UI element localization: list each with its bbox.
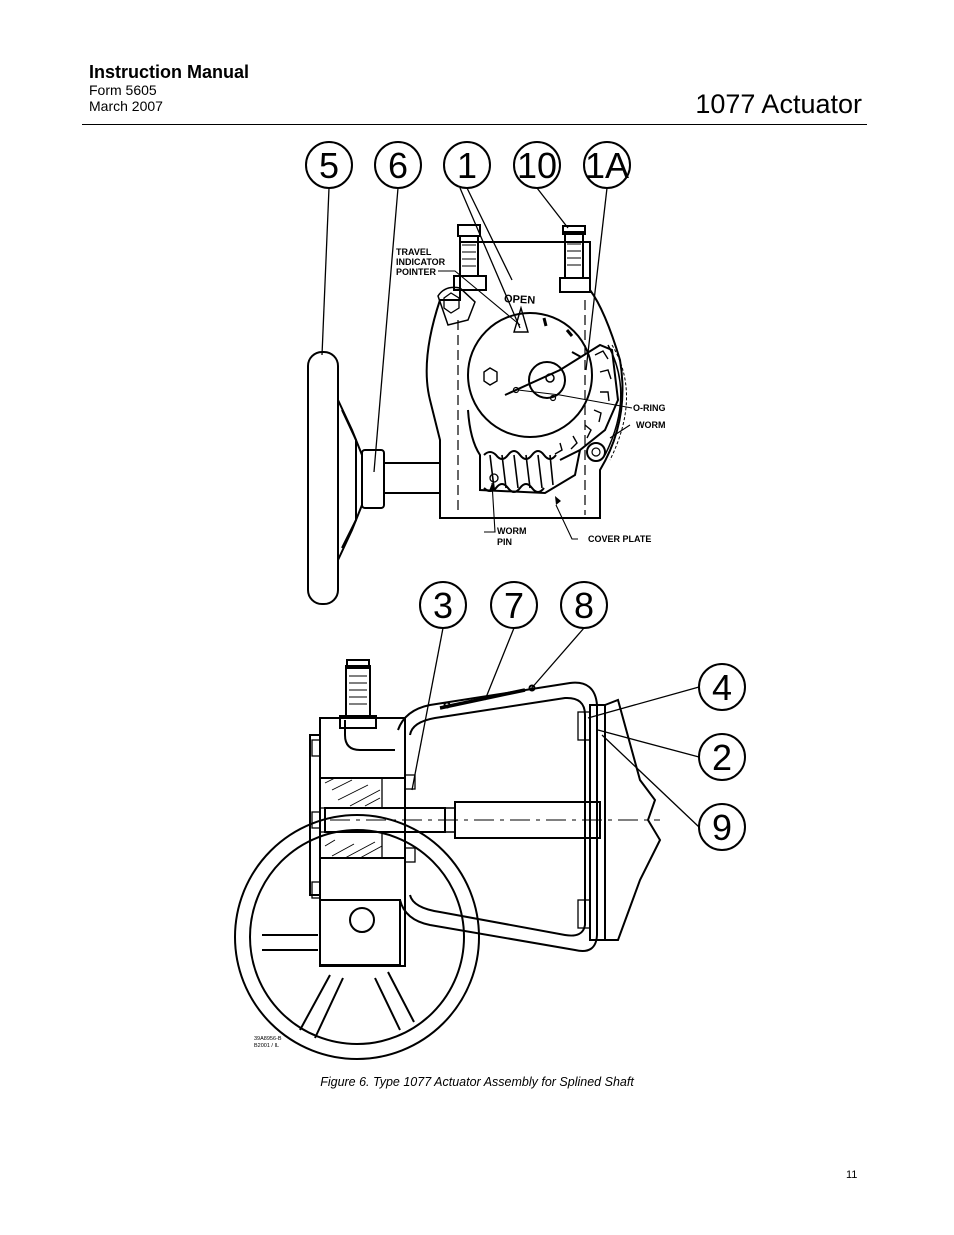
svg-text:8: 8 xyxy=(574,585,594,626)
worm-threads xyxy=(467,409,581,495)
form-number: Form 5605 xyxy=(89,82,157,98)
figure-caption: Figure 6. Type 1077 Actuator Assembly fo… xyxy=(320,1075,634,1089)
drawing-number-2: B2001 / IL xyxy=(254,1043,279,1049)
label-pointer: POINTER xyxy=(396,267,437,277)
svg-text:1: 1 xyxy=(457,145,477,186)
handwheel-front xyxy=(234,814,480,1060)
handwheel-side xyxy=(307,351,441,605)
balloon-1: 1 xyxy=(443,141,491,189)
svg-text:9: 9 xyxy=(712,807,732,848)
svg-text:3: 3 xyxy=(433,585,453,626)
label-travel: TRAVEL xyxy=(396,247,432,257)
gear-sector xyxy=(467,305,627,462)
svg-text:6: 6 xyxy=(388,145,408,186)
svg-text:10: 10 xyxy=(517,145,557,186)
header-rule xyxy=(82,124,867,125)
dial-open-label: OPEN xyxy=(504,293,536,307)
label-cover-plate: COVER PLATE xyxy=(588,534,651,544)
header-left: Instruction Manual Form 5605 March 2007 xyxy=(89,62,249,114)
label-o-ring: O-RING xyxy=(633,403,666,413)
label-worm-pin-2: PIN xyxy=(497,537,512,547)
balloon-4: 4 xyxy=(698,663,746,711)
balloon-10: 10 xyxy=(513,141,561,189)
balloon-5: 5 xyxy=(305,141,353,189)
actuator-body-side xyxy=(309,659,660,967)
label-indicator: INDICATOR xyxy=(396,257,446,267)
manual-title: Instruction Manual xyxy=(89,62,250,82)
balloon-3: 3 xyxy=(419,581,467,629)
svg-text:2: 2 xyxy=(712,737,732,778)
balloon-1a: 1A xyxy=(583,141,631,189)
bottom-leader-lines xyxy=(411,627,700,828)
balloon-2: 2 xyxy=(698,733,746,781)
balloon-8: 8 xyxy=(560,581,608,629)
svg-text:7: 7 xyxy=(504,585,524,626)
label-worm: WORM xyxy=(636,420,666,430)
actuator-housing-top xyxy=(425,224,624,519)
drawing-number-1: 39A8956-B xyxy=(254,1036,282,1042)
balloon-9: 9 xyxy=(698,803,746,851)
svg-text:5: 5 xyxy=(319,145,339,186)
svg-text:4: 4 xyxy=(712,667,732,708)
top-leader-lines xyxy=(321,187,608,473)
svg-text:1A: 1A xyxy=(585,145,629,186)
product-title: 1077 Actuator xyxy=(695,89,862,119)
yoke-bracket xyxy=(397,681,662,952)
page-number: 11 xyxy=(846,1169,858,1181)
label-worm-pin-1: WORM xyxy=(497,526,527,536)
balloon-6: 6 xyxy=(374,141,422,189)
actuator-assembly-figure: 5 6 1 10 1A xyxy=(234,141,746,1060)
label-leaders xyxy=(438,270,633,540)
balloon-7: 7 xyxy=(490,581,538,629)
publication-date: March 2007 xyxy=(89,98,163,114)
